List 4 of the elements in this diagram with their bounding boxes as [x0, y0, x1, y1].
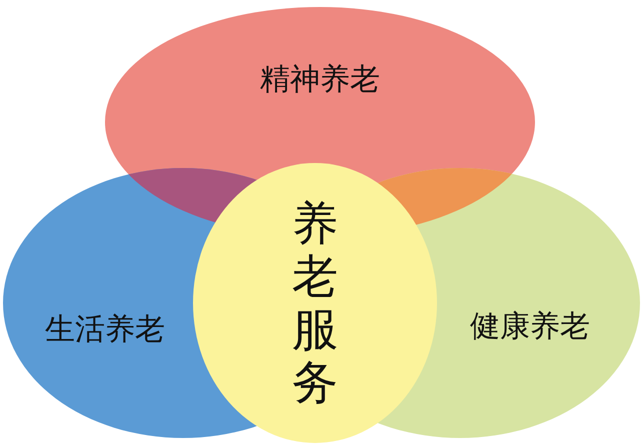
- node-label: 健康养老: [470, 310, 590, 344]
- node-label: 精神养老: [260, 62, 380, 98]
- node-label: 养老服务: [292, 197, 338, 409]
- node-label: 生活养老: [45, 312, 165, 348]
